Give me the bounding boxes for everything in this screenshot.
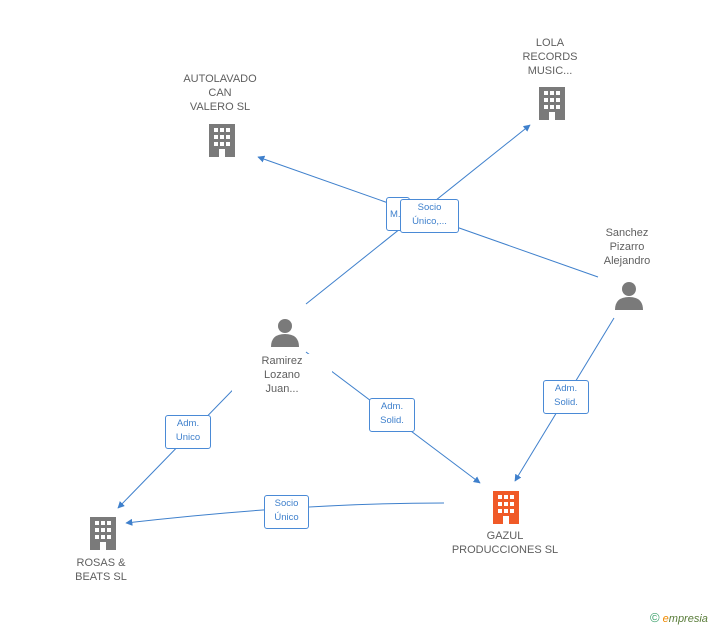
node-label-sanchez[interactable]: Sanchez Pizarro Alejandro: [603, 227, 651, 267]
node-label-rosas[interactable]: ROSAS & BEATS SL: [75, 557, 127, 583]
edge-label-gazul-rosas[interactable]: Socio Único: [264, 495, 309, 529]
edge-label-ramirez-gazul[interactable]: Adm. Solid.: [369, 398, 415, 432]
node-label-lola[interactable]: LOLA RECORDS MUSIC...: [522, 37, 578, 77]
edge-label-sanchez-lola[interactable]: Socio Único,...: [400, 199, 459, 233]
building-icon[interactable]: [207, 123, 237, 157]
node-label-ramirez[interactable]: Ramirez Lozano Juan...: [232, 354, 332, 396]
edge-label-sanchez-gazul[interactable]: Adm. Solid.: [543, 380, 589, 414]
footer-brand: © empresia: [650, 610, 708, 625]
building-icon[interactable]: [491, 490, 521, 524]
person-icon[interactable]: [614, 281, 644, 311]
person-icon[interactable]: [270, 318, 300, 348]
node-label-gazul[interactable]: GAZUL PRODUCCIONES SL: [451, 530, 559, 556]
building-icon[interactable]: [537, 86, 567, 120]
copyright-icon: ©: [650, 610, 660, 625]
node-label-autolavado[interactable]: AUTOLAVADO CAN VALERO SL: [183, 73, 257, 113]
brand-rest: mpresia: [668, 613, 708, 625]
brand-name: empresia: [663, 613, 708, 625]
edge-label-ramirez-rosas[interactable]: Adm. Unico: [165, 415, 211, 449]
brand-initial: e: [662, 613, 669, 625]
building-icon[interactable]: [88, 516, 118, 550]
